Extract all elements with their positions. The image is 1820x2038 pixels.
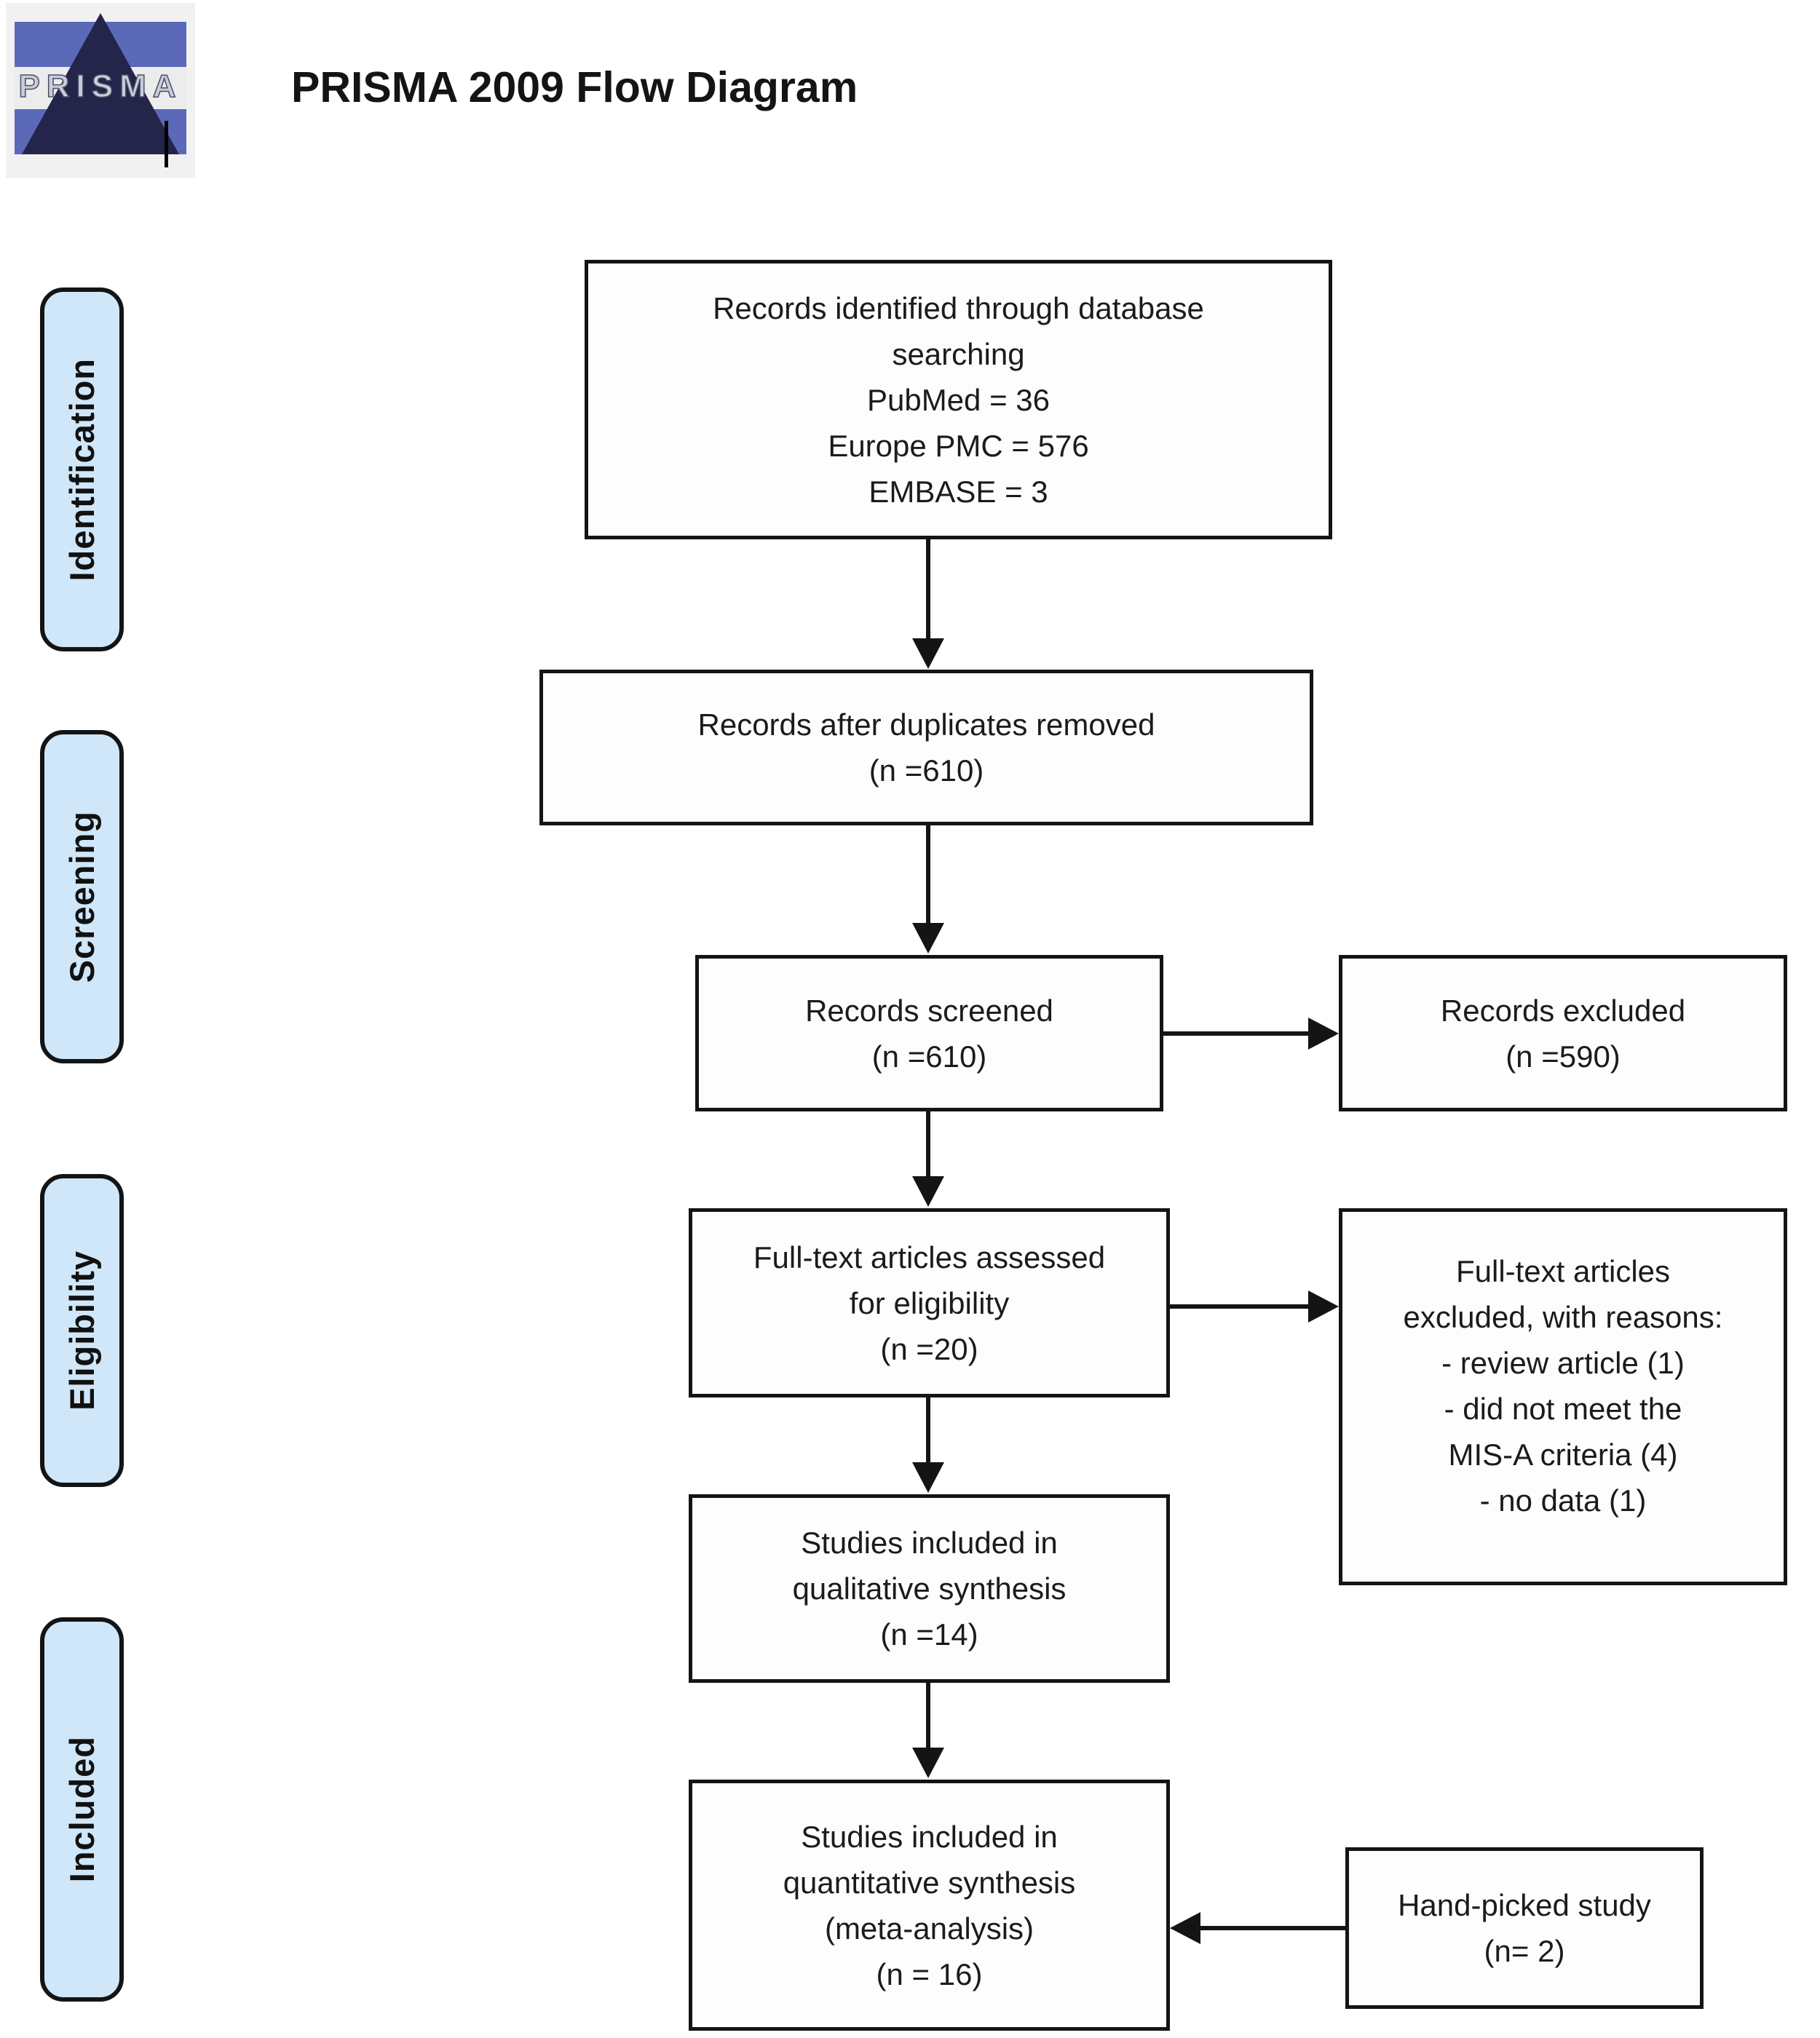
flow-box-records-screened: Records screened (n =610) [695, 955, 1163, 1111]
box-text-line: Hand-picked study [1398, 1888, 1651, 1922]
box-text-line: Full-text articles [1455, 1254, 1671, 1288]
box-text-line: Records excluded [1440, 993, 1686, 1028]
prisma-logo: PRISMA [6, 3, 195, 181]
arrow-screened-to-assessed [926, 1111, 930, 1178]
box-text-line: (n =610) [871, 1039, 987, 1074]
prisma-logo-text: PRISMA [18, 68, 182, 104]
box-text-line: - review article (1) [1441, 1346, 1685, 1380]
box-text-line: qualitative synthesis [792, 1571, 1067, 1606]
box-text-line: Studies included in [801, 1526, 1058, 1560]
flow-box-handpicked-study: Hand-picked study (n= 2) [1345, 1847, 1704, 2009]
box-text-line: (n =20) [880, 1331, 978, 1366]
box-text-line: (meta-analysis) [824, 1911, 1034, 1946]
box-text-line: EMBASE = 3 [869, 474, 1048, 509]
box-text-line: (n= 2) [1484, 1934, 1565, 1968]
box-text-line: for eligibility [849, 1285, 1010, 1320]
box-text-line: - did not meet the [1444, 1392, 1682, 1426]
page-title: PRISMA 2009 Flow Diagram [291, 63, 858, 111]
arrow-identified-to-duplicates [926, 539, 930, 640]
arrow-screened-to-excluded [1163, 1031, 1310, 1036]
stage-label-text: Screening [63, 810, 101, 983]
box-text-line: searching [892, 336, 1025, 371]
stage-label-eligibility: Eligibility [40, 1174, 124, 1487]
stage-label-text: Eligibility [63, 1250, 101, 1411]
box-text-line: Records after duplicates removed [697, 707, 1155, 742]
flow-box-qualitative-synthesis: Studies included in qualitative synthesi… [689, 1494, 1170, 1683]
box-text-line: Full-text articles assessed [753, 1240, 1106, 1274]
box-text-line: Europe PMC = 576 [828, 428, 1089, 463]
box-text-line: (n = 16) [876, 1956, 983, 1991]
flow-box-quantitative-synthesis: Studies included in quantitative synthes… [689, 1780, 1170, 2031]
arrow-assessed-to-excluded-reasons [1170, 1304, 1310, 1309]
arrow-qualitative-to-quantitative [926, 1683, 930, 1749]
flow-box-records-excluded: Records excluded (n =590) [1339, 955, 1787, 1111]
box-text-line: MIS-A criteria (4) [1448, 1438, 1678, 1472]
arrow-duplicates-to-screened [926, 825, 930, 924]
flow-box-records-identified: Records identified through database sear… [585, 260, 1332, 539]
flow-box-fulltext-assessed: Full-text articles assessed for eligibil… [689, 1208, 1170, 1397]
box-text-line: PubMed = 36 [866, 382, 1050, 417]
arrow-assessed-to-qualitative [926, 1397, 930, 1464]
box-text-line: Studies included in [801, 1819, 1058, 1854]
box-text-line: Records screened [805, 993, 1053, 1028]
box-text-line: (n =590) [1506, 1039, 1621, 1074]
stage-label-identification: Identification [40, 288, 124, 651]
stage-label-text: Included [63, 1736, 101, 1883]
box-text-line: (n =14) [880, 1617, 978, 1652]
text-cursor-mark [165, 121, 168, 167]
stage-label-screening: Screening [40, 730, 124, 1063]
box-text-line: (n =610) [869, 753, 984, 788]
stage-label-included: Included [40, 1617, 124, 2002]
flow-box-duplicates-removed: Records after duplicates removed (n =610… [539, 670, 1313, 825]
box-text-line: Records identified through database [713, 290, 1204, 325]
box-text-line: - no data (1) [1479, 1483, 1647, 1518]
stage-label-text: Identification [63, 357, 101, 582]
flow-box-fulltext-excluded-reasons: Full-text articles excluded, with reason… [1339, 1208, 1787, 1585]
arrow-handpicked-to-quantitative [1199, 1926, 1345, 1930]
box-text-line: excluded, with reasons: [1403, 1300, 1723, 1334]
box-text-line: quantitative synthesis [783, 1865, 1076, 1900]
prisma-logo-image: PRISMA [6, 3, 195, 178]
